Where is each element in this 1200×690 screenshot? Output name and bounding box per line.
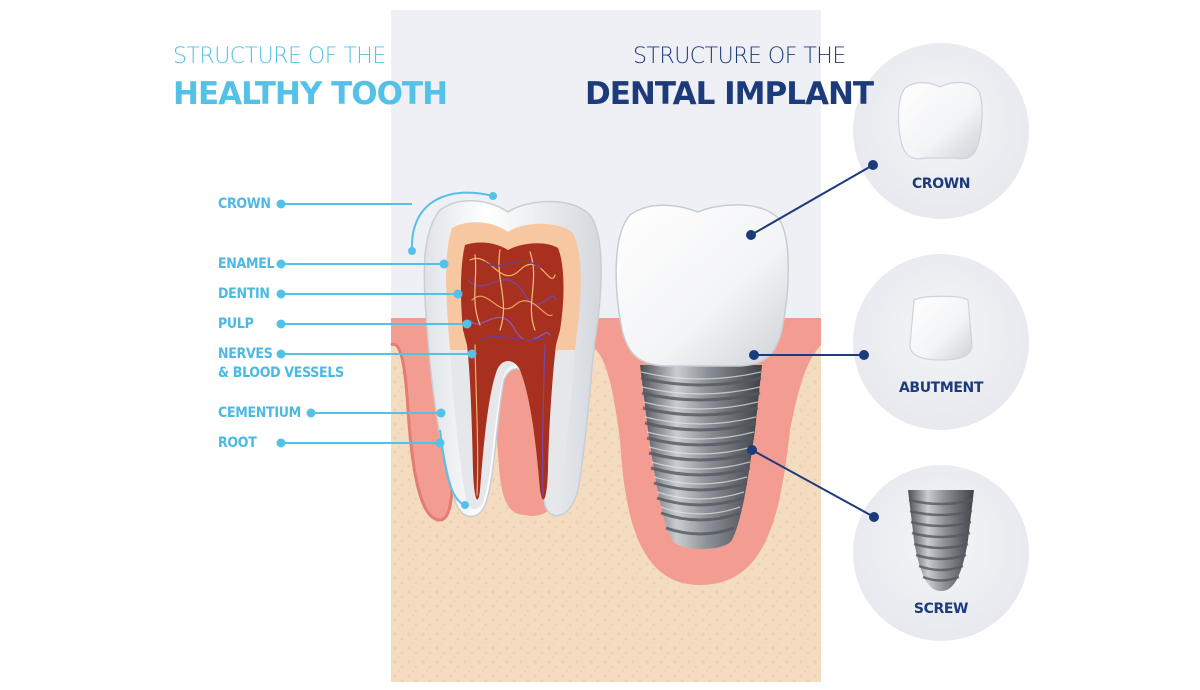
implant-leaders: [746, 160, 879, 522]
label-root: ROOT: [218, 435, 257, 451]
screw-part-icon: [908, 490, 974, 591]
dental-implant: [615, 204, 790, 549]
implant-crown: [615, 204, 790, 367]
healthy-tooth-leaders: [276, 199, 477, 509]
abutment-part-icon: [909, 295, 973, 361]
dental-implant-title-line1: STRUCTURE OF THE: [633, 44, 846, 69]
label-enamel: ENAMEL: [218, 256, 275, 272]
healthy-tooth: [408, 191, 602, 518]
healthy-tooth-title-line2: HEALTHY TOOTH: [173, 76, 448, 112]
label-cementium: CEMENTIUM: [218, 405, 301, 421]
part-label-crown: CROWN: [911, 176, 971, 192]
part-label-screw: SCREW: [913, 601, 969, 617]
crown-part-icon: [897, 81, 983, 160]
label-blood-vessels: & BLOOD VESSELS: [218, 365, 344, 381]
label-dentin: DENTIN: [218, 286, 270, 302]
label-nerves: NERVES: [218, 346, 273, 362]
healthy-tooth-title-line1: STRUCTURE OF THE: [173, 44, 386, 69]
dental-implant-title-line2: DENTAL IMPLANT: [585, 76, 874, 112]
label-pulp: PULP: [218, 316, 254, 332]
part-label-abutment: ABUTMENT: [899, 380, 983, 396]
label-crown: CROWN: [218, 196, 271, 212]
